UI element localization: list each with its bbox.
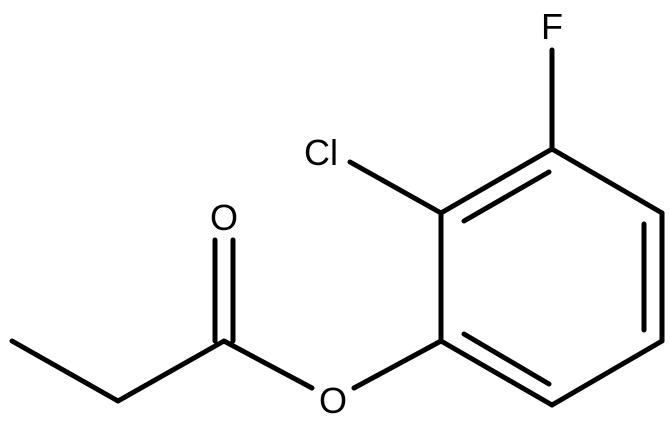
bond-ch3-ch2 bbox=[9, 338, 121, 404]
bond-ester-oxygen-ring bbox=[351, 338, 444, 391]
atom-label-ester-oxygen: O bbox=[319, 380, 347, 421]
bond-ring-inner-c6-c1 bbox=[461, 331, 552, 387]
bond-carbonyl-ester-oxygen bbox=[221, 338, 315, 391]
bond-ring-c3-c4 bbox=[549, 146, 665, 216]
bond-ring-inner-c2-c3 bbox=[461, 169, 552, 224]
bond-ring-c2-c3 bbox=[438, 146, 555, 216]
atom-label-carbonyl-oxygen: O bbox=[210, 197, 238, 238]
bond-ring-chlorine bbox=[347, 159, 444, 216]
bond-ch2-carbonyl bbox=[115, 338, 227, 404]
bond-ring-c6-c1 bbox=[438, 338, 555, 408]
bond-ring-c5-c6 bbox=[549, 338, 665, 408]
atom-label-fluorine: F bbox=[541, 6, 563, 47]
atom-label-chlorine: Cl bbox=[304, 132, 338, 173]
